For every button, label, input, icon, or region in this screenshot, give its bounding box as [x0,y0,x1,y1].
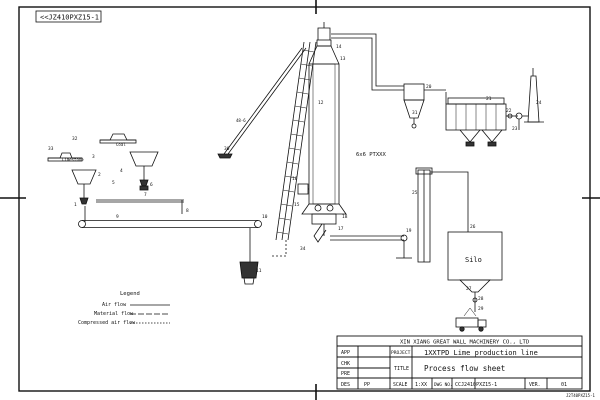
discharge-chute [313,223,412,259]
title-value: Process flow sheet [424,364,505,373]
legend: Legend Air flow Material flow Compressed… [78,291,170,326]
coal-label: Coal [116,142,126,147]
limestone-label: Limestone [62,157,84,162]
item-number: 2 [98,172,101,178]
item-number: 4 [120,168,123,174]
item-number: 30 [224,146,230,152]
drawing-code: <<JZ410PXZ15-1 [40,14,99,22]
row-label-pre: PRE [341,371,350,377]
exhaust-duct [331,33,404,91]
legend-title: Legend [120,291,140,297]
silo-label: Silo [465,256,482,264]
item-number: 5 [112,180,115,186]
ver-label: VER. [529,382,541,388]
item-number: 6 [150,182,153,188]
cyclone [403,83,446,129]
item-number: 9 [116,214,119,220]
legend-item-air: Air flow [102,302,127,308]
skip-hoist [275,41,317,241]
row-label-app: APP [341,350,350,356]
item-number: 27 [466,286,472,292]
row-label-chk: CHK [341,361,350,367]
item-number: 31 [412,110,418,116]
des-value: PP [364,382,370,388]
title-block: XIN XIANG GREAT WALL MACHINERY CO., LTD … [336,335,583,390]
item-number: 3 [92,154,95,160]
item-number: 17 [338,226,344,232]
item-number: 7 [144,192,147,198]
item-number: 26 [470,224,476,230]
item-number: 11 [256,268,262,274]
item-number: 18 [342,214,348,220]
item-number: 16 [292,176,298,182]
project-value: 1XXTPD Lime production line [424,349,538,357]
coal-hopper [99,133,159,191]
item-number: 22 [506,108,512,114]
footer-code: J2T40PXZ15-1 [566,393,595,398]
belt-conveyor [78,220,262,262]
fan-and-stack [506,68,544,130]
lime-kiln [297,22,347,236]
project-label: PROJECT [391,350,411,356]
legend-item-material: Material flow [94,311,134,317]
scale-label: SCALE [393,382,408,388]
item-number: 20 [426,84,432,90]
item-number: 13 [340,56,346,62]
legend-item-compressed: Compressed air flow [78,320,136,326]
ver-value: 01 [561,382,567,388]
company-name: XIN XIANG GREAT WALL MACHINERY CO., LTD [400,340,529,346]
item-number: 23 [512,126,518,132]
item-number: 1 [74,202,77,208]
item-number: 15 [294,202,300,208]
feeding-pit [239,261,259,285]
item-number: 34 [300,246,306,252]
item-number: 10 [262,214,268,220]
drawing-frame [18,6,591,392]
silo [447,231,503,312]
limestone-hopper [47,152,97,205]
truck-icon [455,307,487,332]
item-number: 33 [48,146,54,152]
item-number: 12 [318,100,324,106]
kiln-size-label: 6x6 PTXXX [356,152,386,158]
scale-value: 1:XX [415,382,427,388]
equipment [47,22,544,332]
dwg-label: DWG NO. [434,382,453,388]
item-number: 19 [406,228,412,234]
item-number: 14 [336,44,342,50]
item-number: 29 [478,306,484,312]
title-label: TITLE [394,366,409,372]
item-number: 28 [478,296,484,302]
bucket-elevator [415,167,469,263]
item-number: 25 [412,190,418,196]
item-number: 32 [72,136,78,142]
item-number: 24 [536,100,542,106]
equipment-label-group: Limestone Coal 6x6 PTXXX Silo 48-6 1 2 3… [48,44,542,312]
item-number: 8 [186,208,189,214]
stack-note-label: 48-6 [236,118,246,123]
drawing-code-box: <<JZ410PXZ15-1 [35,10,102,23]
dwg-value: CCJ2410PXZ15-1 [455,382,497,388]
support-cable [217,47,307,159]
bag-filter [445,92,507,147]
row-label-des: DES [341,382,350,388]
item-number: 21 [486,96,492,102]
